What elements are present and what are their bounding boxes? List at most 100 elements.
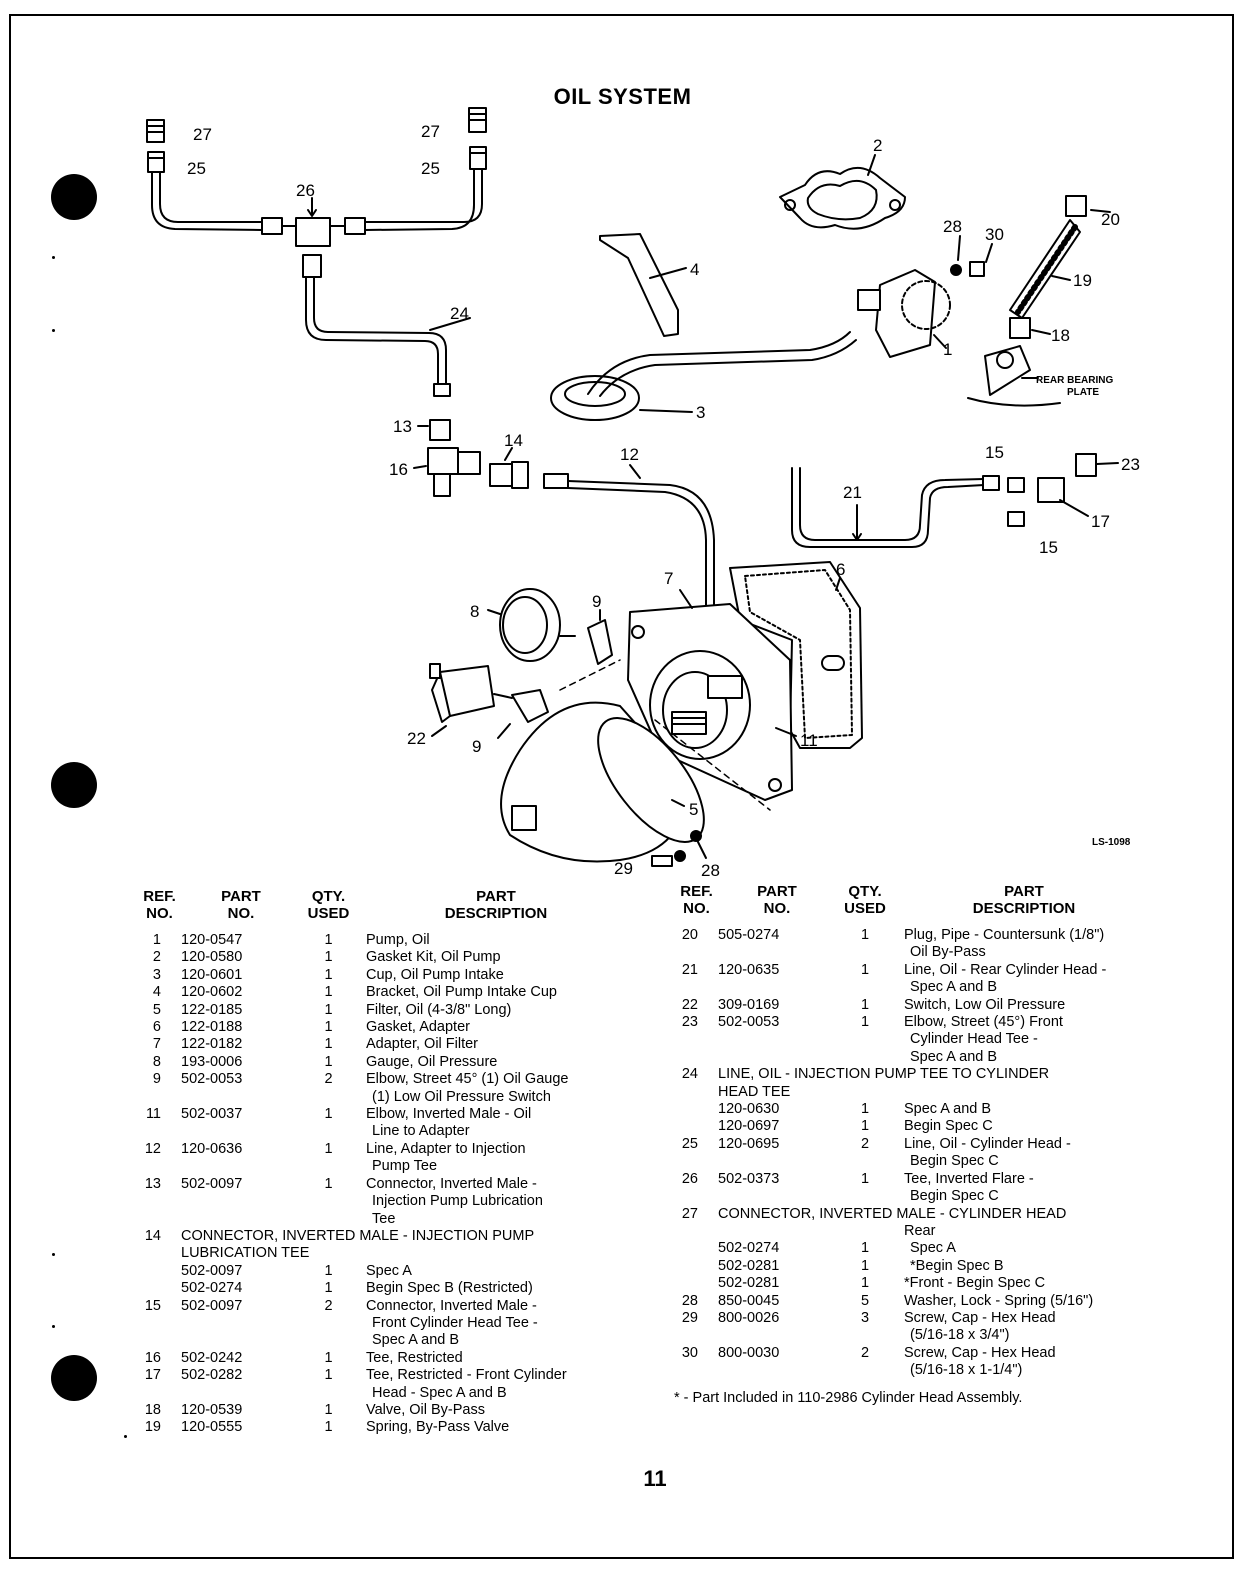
description-cell: Adapter, Oil Filter	[366, 1036, 479, 1053]
ref-no-cell: 23	[681, 1014, 698, 1031]
part-no-cell: 120-0547	[181, 932, 243, 948]
intake-cup-3	[550, 375, 640, 421]
binder-hole-top	[51, 174, 97, 220]
ref-no-cell: 14	[144, 1227, 161, 1244]
part-no-cell: 120-0580	[181, 949, 243, 966]
ref-no-cell	[675, 1258, 718, 1275]
part-no-cell: 122-0182	[181, 1036, 243, 1053]
ref-no-cell: 3	[152, 966, 161, 983]
description-cell: Tee	[372, 1210, 396, 1227]
qty-cell: 1	[860, 1240, 870, 1257]
callout-labels: 27 25 27 25 26 24 2 28 30 20 19 18 REAR …	[187, 122, 1140, 880]
description-cell: Valve, Oil By-Pass	[366, 1401, 485, 1418]
description-cell: Spec A	[366, 1262, 412, 1279]
fitting-27-right	[468, 107, 487, 133]
callout-23: 23	[1121, 455, 1140, 474]
washer-28-top	[950, 264, 962, 276]
description-cell: Spec A and B	[910, 1048, 998, 1065]
qty-cell	[301, 1193, 356, 1210]
connector-14	[489, 463, 513, 487]
part-no-cell: 850-0045	[718, 1292, 780, 1309]
qty-cell: 1	[860, 996, 870, 1013]
callout-15-lower: 15	[1039, 538, 1058, 557]
elbow-9-upper	[587, 619, 613, 665]
span-description-cell: CONNECTOR, INVERTED MALE - INJECTION PUM…	[181, 1227, 535, 1244]
table-row: Oil By-Pass	[675, 944, 1144, 961]
table-row: Begin Spec C	[675, 1153, 1144, 1170]
gasket-2	[779, 167, 906, 230]
ref-no-cell	[675, 1362, 718, 1379]
qty-cell: 1	[324, 1001, 333, 1018]
table-row: Cylinder Head Tee -	[675, 1031, 1144, 1048]
ref-no-cell	[138, 1332, 181, 1349]
part-no-cell	[718, 1223, 836, 1240]
page-title: OIL SYSTEM	[553, 84, 692, 109]
line-25-right	[364, 168, 475, 231]
table-row: (1) Low Oil Pressure Switch	[138, 1089, 626, 1106]
part-no-cell: 502-0282	[181, 1367, 243, 1384]
tee-17	[1037, 477, 1065, 503]
description-cell: Filter, Oil (4-3/8" Long)	[366, 1001, 512, 1018]
callout-plate: PLATE	[1067, 387, 1099, 398]
callout-1: 1	[943, 340, 952, 359]
description-cell: Plug, Pipe - Countersunk (1/8")	[904, 927, 1105, 943]
qty-cell: 1	[860, 1118, 870, 1135]
qty-cell: 1	[860, 1257, 870, 1274]
part-no-cell: 502-0037	[181, 1106, 243, 1123]
part-no-cell	[181, 1385, 301, 1402]
description-cell: Begin Spec B (Restricted)	[366, 1280, 533, 1297]
ref-no-cell	[675, 979, 718, 996]
fitting-25-left	[147, 151, 165, 173]
ref-no-cell	[675, 1240, 718, 1257]
qty-cell: 1	[860, 961, 870, 978]
part-no-cell: 120-0555	[181, 1419, 243, 1436]
ref-no-cell	[675, 1327, 718, 1344]
table-row: Rear	[675, 1223, 1144, 1240]
table-row: Front Cylinder Head Tee -	[138, 1315, 626, 1332]
ref-no-cell: 8	[152, 1053, 161, 1070]
part-no-cell: 120-0539	[181, 1401, 243, 1418]
callout-25-right: 25	[421, 159, 440, 178]
qty-cell	[301, 1123, 356, 1140]
ref-no-cell	[138, 1211, 181, 1228]
part-no-cell	[718, 979, 836, 996]
qty-cell: 1	[860, 1101, 870, 1118]
description-cell: Spec A and B	[910, 979, 998, 996]
description-cell: Cup, Oil Pump Intake	[366, 966, 504, 983]
callout-11: 11	[800, 731, 818, 750]
description-cell: Begin Spec C	[910, 1188, 999, 1205]
header-qty: QTY.USED	[307, 888, 350, 922]
ref-no-cell	[675, 1118, 718, 1135]
callout-9-upper: 9	[592, 592, 601, 611]
qty-cell: 2	[860, 1135, 870, 1152]
part-no-cell: 502-0242	[181, 1349, 243, 1366]
description-cell: Switch, Low Oil Pressure	[904, 996, 1066, 1013]
ref-no-cell: 6	[152, 1019, 161, 1036]
table-row: Begin Spec C	[675, 1188, 1144, 1205]
callout-29: 29	[614, 859, 633, 878]
ref-no-cell	[138, 1245, 181, 1262]
table-row: Head - Spec A and B	[138, 1385, 626, 1402]
table-row: (5/16-18 x 3/4")	[675, 1327, 1144, 1344]
description-cell: (1) Low Oil Pressure Switch	[372, 1088, 551, 1105]
part-no-cell: 502-0053	[181, 1071, 243, 1088]
ref-no-cell	[675, 1153, 718, 1170]
connector-15-lower	[1007, 511, 1025, 527]
part-no-cell	[718, 1031, 836, 1048]
callout-14: 14	[504, 431, 523, 450]
callout-5: 5	[689, 800, 698, 819]
ref-no-cell: 9	[152, 1071, 161, 1088]
plug-20	[1065, 195, 1087, 217]
part-no-cell: 502-0097	[181, 1262, 243, 1279]
